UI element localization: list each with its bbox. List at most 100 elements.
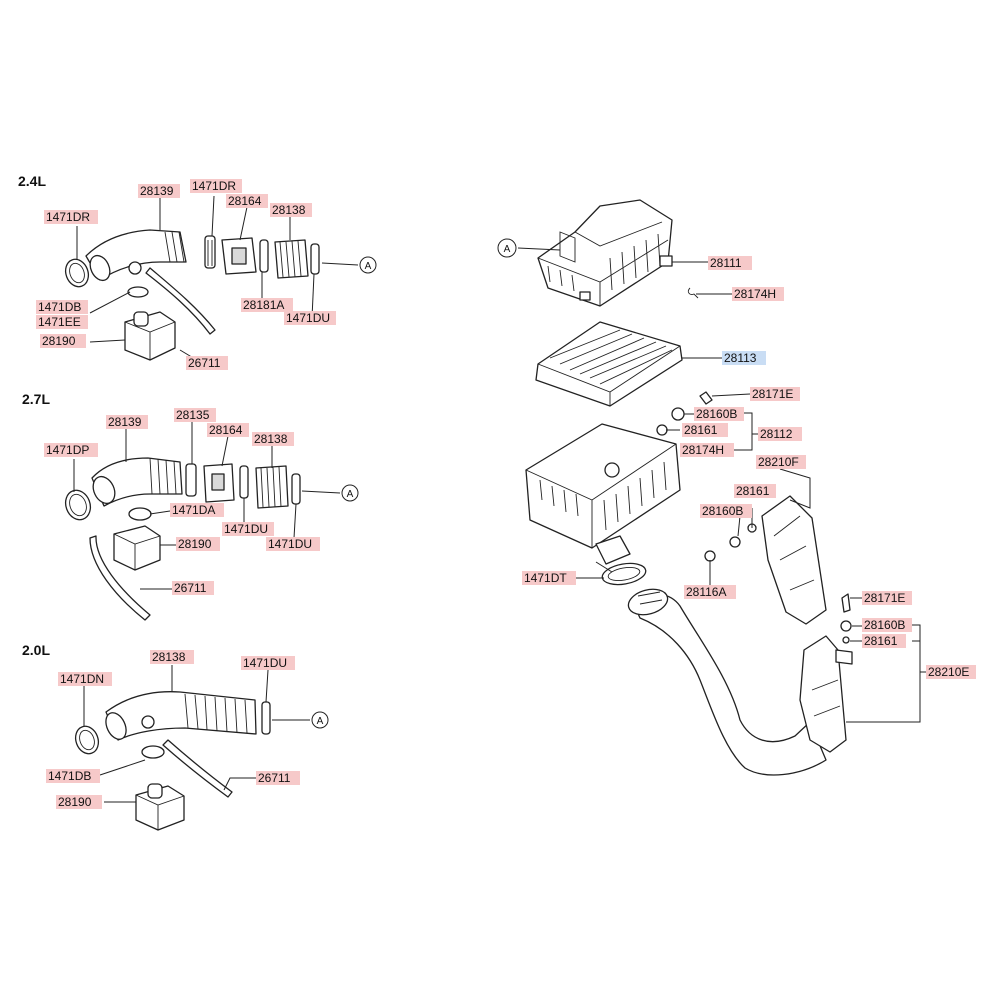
svg-text:28210E: 28210E (928, 665, 969, 679)
assembly-2-4l (64, 229, 320, 361)
air-intake-duct-part (631, 593, 827, 776)
label-28138[interactable]: 28138 (252, 432, 294, 446)
ref-marker-a (341, 484, 359, 502)
svg-text:1471DU: 1471DU (268, 537, 312, 551)
svg-text:28210F: 28210F (758, 455, 799, 469)
label-1471dr[interactable]: 1471DR (190, 179, 242, 193)
svg-text:1471DB: 1471DB (38, 300, 81, 314)
label-28171e[interactable]: 28171E (862, 591, 912, 605)
label-28160b[interactable]: 28160B (694, 407, 744, 421)
svg-text:28181A: 28181A (243, 298, 284, 312)
label-28135[interactable]: 28135 (174, 408, 216, 422)
label-28210f[interactable]: 28210F (756, 455, 806, 469)
svg-text:1471DU: 1471DU (286, 311, 330, 325)
label-28190[interactable]: 28190 (176, 537, 220, 551)
label-28210e[interactable]: 28210E (926, 665, 976, 679)
svg-text:26711: 26711 (258, 771, 291, 785)
svg-text:28112: 28112 (760, 427, 793, 441)
resonator-part (135, 785, 185, 831)
label-28161[interactable]: 28161 (682, 423, 728, 437)
ref-marker-a (497, 238, 517, 258)
hose-clamp-part (601, 562, 647, 586)
svg-text:28135: 28135 (176, 408, 210, 422)
label-1471da[interactable]: 1471DA (170, 503, 224, 517)
label-28164[interactable]: 28164 (226, 194, 268, 208)
label-1471ee[interactable]: 1471EE (36, 315, 88, 329)
label-1471db[interactable]: 1471DB (36, 300, 88, 314)
label-28139[interactable]: 28139 (106, 415, 148, 429)
svg-text:28190: 28190 (178, 537, 212, 551)
label-26711[interactable]: 26711 (172, 581, 214, 595)
air-cleaner-cover-part (537, 199, 673, 307)
section-title-2-7l: 2.7L (22, 391, 50, 407)
label-28174h[interactable]: 28174H (680, 443, 734, 457)
air-duct-part (255, 465, 289, 509)
svg-text:28138: 28138 (152, 650, 186, 664)
air-cleaner-assembly (525, 199, 853, 776)
assembly-2-0l (74, 691, 271, 831)
svg-text:28138: 28138 (272, 203, 306, 217)
svg-text:28116A: 28116A (686, 585, 726, 599)
svg-text:1471DU: 1471DU (224, 522, 268, 536)
label-26711[interactable]: 26711 (186, 356, 228, 370)
label-28171e[interactable]: 28171E (750, 387, 800, 401)
svg-text:A: A (317, 716, 324, 727)
svg-text:1471DR: 1471DR (46, 210, 90, 224)
svg-text:28164: 28164 (209, 423, 243, 437)
svg-text:28139: 28139 (140, 184, 174, 198)
label-28116a[interactable]: 28116A (684, 585, 736, 599)
label-28174h[interactable]: 28174H (732, 287, 784, 301)
svg-text:28138: 28138 (254, 432, 288, 446)
air-filter-part (535, 321, 683, 407)
label-1471db[interactable]: 1471DB (46, 769, 100, 783)
svg-text:28190: 28190 (42, 334, 76, 348)
label-1471dr[interactable]: 1471DR (44, 210, 98, 224)
label-28160b[interactable]: 28160B (700, 504, 752, 518)
label-28139[interactable]: 28139 (138, 184, 180, 198)
label-28181a[interactable]: 28181A (241, 298, 293, 312)
svg-text:A: A (365, 261, 372, 272)
label-28190[interactable]: 28190 (56, 795, 102, 809)
label-28112[interactable]: 28112 (758, 427, 802, 441)
label-1471du[interactable]: 1471DU (241, 656, 295, 670)
label-1471du[interactable]: 1471DU (222, 522, 274, 536)
svg-text:1471DR: 1471DR (192, 179, 236, 193)
hose-clamp-part (74, 725, 100, 755)
label-28164[interactable]: 28164 (207, 423, 249, 437)
label-1471du[interactable]: 1471DU (266, 537, 320, 551)
svg-text:1471DB: 1471DB (48, 769, 91, 783)
label-28113[interactable]: 28113 (722, 351, 766, 365)
label-28138[interactable]: 28138 (270, 203, 312, 217)
svg-text:28160B: 28160B (696, 407, 737, 421)
label-1471dp[interactable]: 1471DP (44, 443, 98, 457)
label-28161[interactable]: 28161 (862, 634, 906, 648)
svg-text:1471DN: 1471DN (60, 672, 104, 686)
svg-text:28171E: 28171E (752, 387, 793, 401)
intake-hose-part (105, 691, 257, 741)
svg-text:28174H: 28174H (682, 443, 724, 457)
label-26711[interactable]: 26711 (256, 771, 300, 785)
label-1471dn[interactable]: 1471DN (58, 672, 112, 686)
hose-clamp-part (64, 258, 90, 288)
label-1471du[interactable]: 1471DU (284, 311, 336, 325)
svg-text:28111: 28111 (710, 256, 742, 270)
svg-text:A: A (504, 244, 511, 255)
svg-text:28160B: 28160B (702, 504, 743, 518)
label-28111[interactable]: 28111 (708, 256, 752, 270)
label-28190[interactable]: 28190 (40, 334, 86, 348)
label-28138[interactable]: 28138 (150, 650, 194, 664)
label-28161[interactable]: 28161 (734, 484, 776, 498)
svg-text:28171E: 28171E (864, 591, 905, 605)
breather-hose-part (162, 739, 233, 798)
label-1471dt[interactable]: 1471DT (522, 571, 576, 585)
air-intake-part (761, 495, 827, 625)
air-duct-part (274, 239, 309, 279)
intake-hose-part (85, 229, 187, 281)
svg-text:1471DT: 1471DT (524, 571, 567, 585)
resonator-duct-part (799, 635, 847, 753)
section-title-2-4l: 2.4L (18, 173, 46, 189)
label-28160b[interactable]: 28160B (862, 618, 912, 632)
svg-text:A: A (347, 489, 354, 500)
svg-text:1471EE: 1471EE (38, 315, 81, 329)
